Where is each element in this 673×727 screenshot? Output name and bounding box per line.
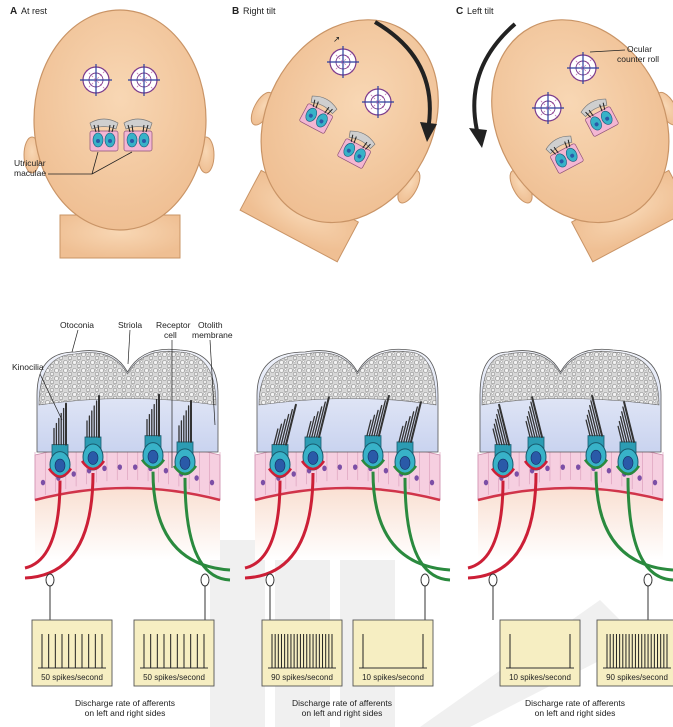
discharge-box-left: 90 spikes/second	[262, 620, 342, 686]
otoconia-label: Otoconia	[60, 320, 94, 330]
spike-rate-label: 90 spikes/second	[606, 673, 668, 682]
svg-text:maculae: maculae	[14, 168, 46, 178]
panel-c: C Left tilt Ocular counter roll	[450, 0, 673, 279]
macula-left-tilt	[468, 349, 673, 620]
electrode-right	[421, 574, 429, 620]
panel-b-letter: B	[232, 6, 239, 17]
discharge-box-right: 50 spikes/second	[134, 620, 214, 686]
electrode-left	[46, 574, 54, 620]
electrode-right	[201, 574, 209, 620]
macula-at-rest	[25, 349, 230, 620]
receptor-cell-label: Receptor	[156, 320, 191, 330]
kinocilia-label: Kinocilia	[12, 362, 44, 372]
caption-c-line1: Discharge rate of afferents	[525, 698, 625, 708]
panel-b-title: Right tilt	[243, 6, 276, 16]
panel-a-title: At rest	[21, 6, 48, 16]
caption-c-line2: on left and right sides	[535, 708, 616, 718]
svg-text:Ocular: Ocular	[627, 44, 652, 54]
otolith-membrane-label: Otolith	[198, 320, 223, 330]
spike-rate-label: 90 spikes/second	[271, 673, 333, 682]
spike-rate-label: 10 spikes/second	[362, 673, 424, 682]
spike-rate-label: 50 spikes/second	[143, 673, 205, 682]
electrode-right	[644, 574, 652, 620]
discharge-box-left: 50 spikes/second	[32, 620, 112, 686]
svg-text:Utricular: Utricular	[14, 158, 46, 168]
caption-b-line2: on left and right sides	[302, 708, 383, 718]
discharge-captions: Discharge rate of afferents on left and …	[75, 698, 625, 718]
svg-text:membrane: membrane	[192, 330, 233, 340]
panel-b: B Right tilt ↗	[208, 0, 479, 279]
discharge-box-right: 90 spikes/second	[597, 620, 673, 686]
otoconia-layer	[39, 351, 216, 405]
caption-a-line2: on left and right sides	[85, 708, 166, 718]
electrode-left	[266, 574, 274, 620]
electrode-left	[489, 574, 497, 620]
discharge-box-left: 10 spikes/second	[500, 620, 580, 686]
head-right-tilt	[208, 0, 479, 279]
svg-text:↗: ↗	[333, 34, 340, 44]
panel-a-letter: A	[10, 6, 17, 17]
panel-c-title: Left tilt	[467, 6, 494, 16]
caption-a-line1: Discharge rate of afferents	[75, 698, 175, 708]
spike-rate-label: 10 spikes/second	[509, 673, 571, 682]
spike-rate-label: 50 spikes/second	[41, 673, 103, 682]
head-at-rest	[24, 10, 214, 258]
panel-a: A At rest Utricular maculae	[10, 6, 214, 258]
svg-text:counter roll: counter roll	[617, 54, 659, 64]
discharge-box-right: 10 spikes/second	[353, 620, 433, 686]
caption-b-line1: Discharge rate of afferents	[292, 698, 392, 708]
striola-label: Striola	[118, 320, 142, 330]
panel-c-letter: C	[456, 6, 463, 17]
svg-text:cell: cell	[164, 330, 177, 340]
